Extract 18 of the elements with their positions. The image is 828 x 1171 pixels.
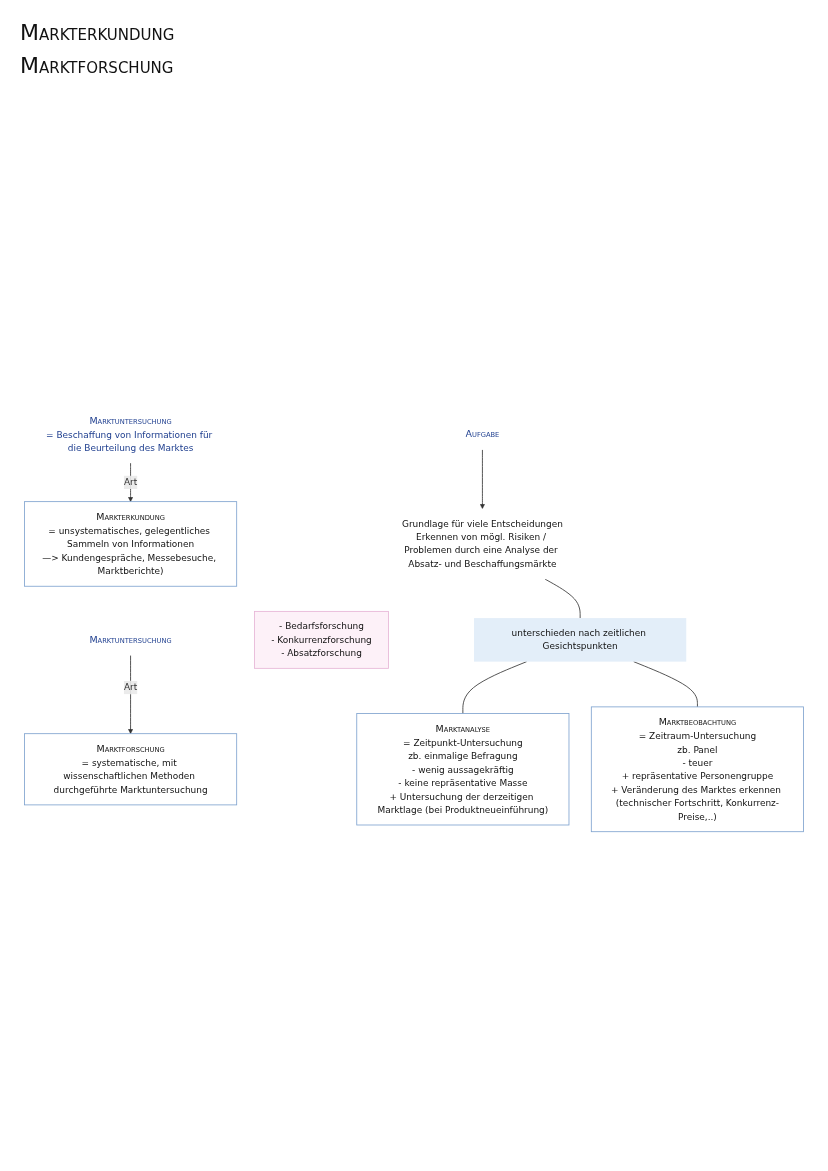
node-box: - Bedarfsforschung - Konkurrenzforschung - Absatzforschung [254, 610, 389, 669]
node-box: Marktforschung = systematische, mit wissenschaftlichen Methoden durchgeführte Marktuntersuchung [24, 733, 238, 806]
node-box: Marktbeobachtung = Zeitraum-Untersuchung zb. Panel - teuer + repräsentative Personengruppe + Veränderung des Marktes erkennen (technischer Fortschritt, Konkurrenz-Preise,..) [590, 706, 804, 833]
node-text: Marktuntersuchung [89, 414, 172, 426]
node-box: unterschieden nach zeitlichen Gesichtspunkten [474, 618, 687, 662]
connector [544, 578, 581, 619]
node-text: Grundlage für viele Entscheidungen Erkennen von mögl. Risiken / Problemen durch eine Analyse der Absatz- und Beschaffungsmärkte [401, 518, 563, 570]
node-text: Marktuntersuchung [89, 633, 172, 646]
node-text: Aufgabe [465, 428, 500, 440]
edge-label: Art [123, 682, 138, 693]
connector [462, 661, 528, 714]
node-label: = Beschaffung von Informationen für die Beurteilung des Marktes [46, 429, 213, 454]
edge-label: Art [123, 476, 138, 488]
section-heading: Markterkundung [20, 20, 176, 45]
node-box: Marktanalyse = Zeitpunkt-Untersuchung zb. einmalige Befragung - wenig aussagekräftig - keine repräsentative Masse + Untersuchung der derzeitigen Marktlage (bei Produktneueinführung) [356, 713, 570, 826]
connector [633, 661, 698, 708]
node-box: Markterkundung = unsystematisches, gelegentliches Sammeln von Informationen —> Kundengespräche, Messebesuche, Marktberichte) [24, 501, 238, 587]
section-heading: Marktforschung [20, 53, 175, 78]
